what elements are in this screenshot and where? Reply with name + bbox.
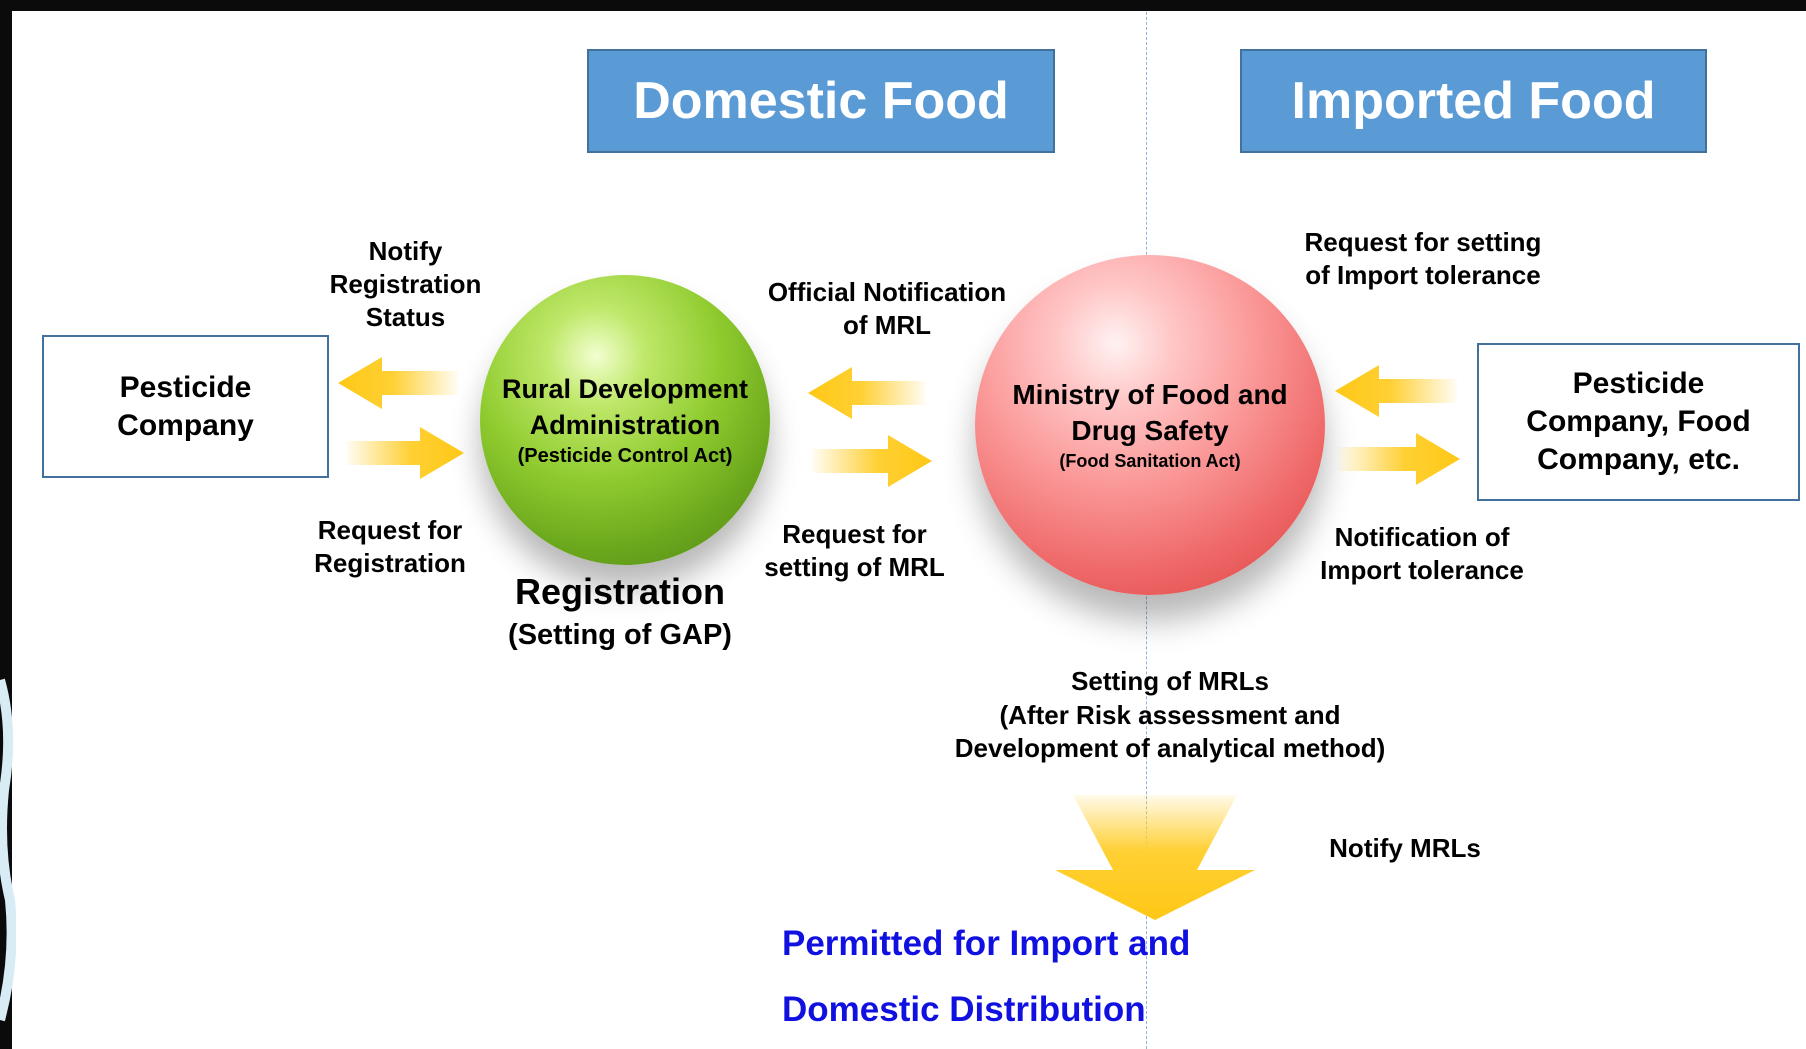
imported-food-label: Imported Food xyxy=(1291,72,1656,130)
setting-mrls-detail: (After Risk assessment and Development o… xyxy=(954,700,1386,763)
arrow-rda-to-mfds xyxy=(812,435,932,487)
pesticide-company-label: Pesticide Company xyxy=(117,370,254,442)
arrow-rda-to-company xyxy=(338,357,458,409)
pesticide-company-box: Pesticide Company xyxy=(42,335,329,478)
official-notification-label: Official Notification of MRL xyxy=(767,277,1007,340)
domestic-food-header: Domestic Food xyxy=(587,49,1055,153)
mfds-title: Ministry of Food and Drug Safety xyxy=(1012,379,1288,446)
pesticide-food-company-box: Pesticide Company, Food Company, etc. xyxy=(1477,343,1800,501)
mfds-subtitle: (Food Sanitation Act) xyxy=(1059,451,1241,471)
domestic-food-label: Domestic Food xyxy=(633,72,1009,130)
notification-import-tolerance-label: Notification of Import tolerance xyxy=(1320,522,1524,585)
arrow-down-to-distribution xyxy=(1055,795,1255,920)
rural-development-administration-node: Rural Development Administration (Pestic… xyxy=(480,275,770,565)
setting-mrls-title: Setting of MRLs xyxy=(1071,666,1269,696)
request-registration-label: Request for Registration xyxy=(314,515,466,578)
outcome-line-2: Domestic Distribution xyxy=(782,990,1146,1029)
pesticide-food-company-label: Pesticide Company, Food Company, etc. xyxy=(1526,367,1751,476)
arrow-mfds-to-rda xyxy=(808,367,926,419)
rda-subtitle: (Pesticide Control Act) xyxy=(517,445,733,467)
request-mrl-label: Request for setting of MRL xyxy=(764,519,945,582)
request-import-tolerance-label: Request for setting of Import tolerance xyxy=(1304,227,1542,290)
ministry-food-drug-safety-node: Ministry of Food and Drug Safety (Food S… xyxy=(975,255,1325,595)
arrow-mfds-to-company xyxy=(1338,433,1460,485)
arrow-company-to-mfds xyxy=(1335,365,1457,417)
notify-mrls-label: Notify MRLs xyxy=(1329,833,1481,863)
notify-registration-label: Notify Registration Status xyxy=(329,236,482,332)
arrow-company-to-rda xyxy=(346,427,464,479)
rda-title: Rural Development Administration xyxy=(501,374,749,440)
setting-gap-label: (Setting of GAP) xyxy=(508,619,732,651)
imported-food-header: Imported Food xyxy=(1240,49,1707,153)
registration-label: Registration xyxy=(514,571,726,612)
decorative-swirl xyxy=(0,678,16,1022)
outcome-line-1: Permitted for Import and xyxy=(782,924,1191,963)
